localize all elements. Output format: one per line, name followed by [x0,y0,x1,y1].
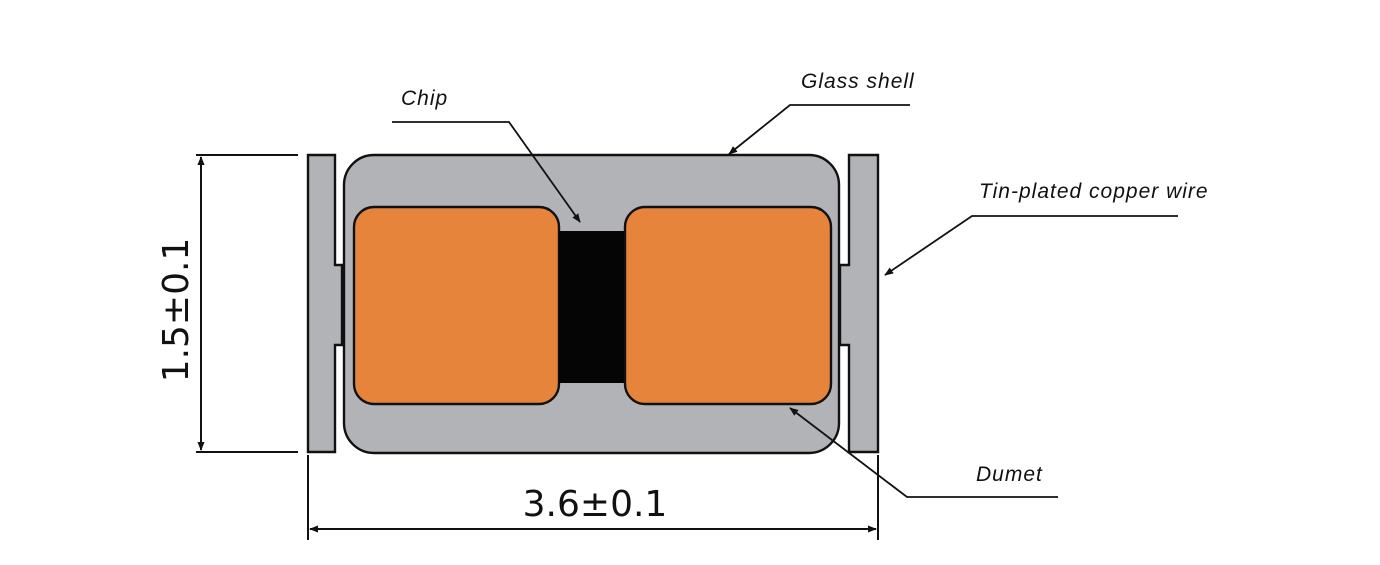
dumet-leader-line [789,407,1058,498]
wire-label: Tin-plated copper wire [979,180,1209,203]
width-dimension-label: 3.6±0.1 [523,484,668,525]
right-dumet [623,205,833,406]
wire-leader-line [884,215,1178,276]
left-wire-terminal [306,153,344,454]
height-dimension-label: 1.5±0.1 [156,238,197,383]
glass-shell-label: Glass shell [801,70,915,93]
dumet-label: Dumet [976,463,1043,486]
right-wire-terminal [838,153,880,454]
chip-label: Chip [401,87,448,110]
chip [559,231,625,383]
glass-shell-leader-line [728,104,910,155]
left-dumet [352,205,561,406]
chip-leader-line [392,121,581,223]
